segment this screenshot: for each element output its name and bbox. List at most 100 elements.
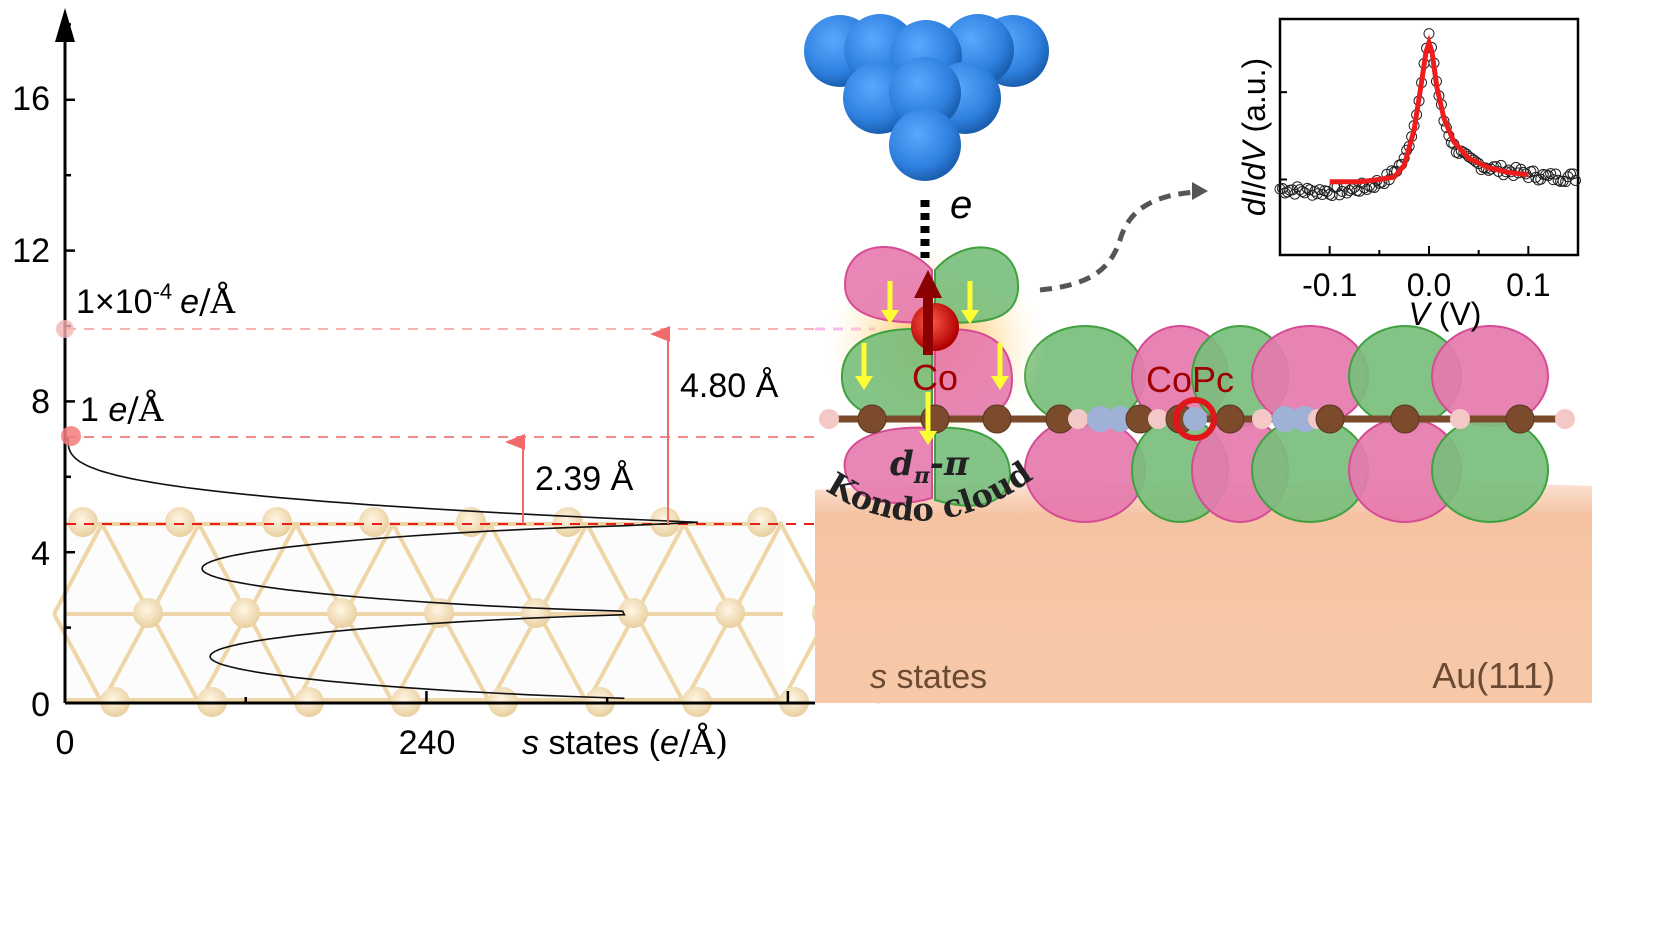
distance-label-short: 2.39 Å [535,460,634,498]
lattice-bond [440,523,492,615]
spin-down-arrowhead-icon [961,310,979,324]
carbon-atom [1315,404,1345,434]
lattice-bond [731,613,783,704]
inset-data-point [1326,190,1338,202]
kondo-sub-pi: π [913,463,931,489]
iso-low-marker [61,426,81,446]
carbon-atom [1215,404,1245,434]
kondo-d: d [890,444,914,484]
au-lattice [52,507,928,717]
lattice-bond [149,523,201,615]
au-substrate [815,482,1592,703]
au-atom [424,598,454,628]
s-states-density-curve [67,437,698,700]
inset-data-point [1336,185,1348,197]
x-axis-label: s states (e/Å) [522,722,728,763]
lattice-bond [343,523,395,615]
y-tick-label-16: 16 [12,80,50,118]
inset-data-point [1567,168,1579,180]
y-tick-label-8: 8 [31,383,50,421]
x-axis-label-s: s [522,724,539,762]
inset-x-axis-label: V (V) [1409,296,1482,332]
co-orbital-lobe-bottom-right [934,426,1012,507]
x-tick-label-240: 240 [399,724,456,762]
copc-label: CoPc [1146,359,1234,400]
distance-label-long: 4.80 Å [680,367,779,405]
lattice-bond [634,613,686,704]
hydrogen-atom [1450,409,1470,429]
states-text: states [887,658,987,696]
s-italic: s [870,658,887,696]
lattice-bond [731,523,783,615]
nitrogen-atom [1272,406,1298,432]
copc-molecule [819,397,1575,441]
kondo-dpi-pi-label: dπ-π [890,444,970,489]
co-atom [911,303,959,351]
iso-high-prefix: 1×10 [76,283,153,321]
y-tick-label-0: 0 [31,686,50,724]
lattice-bond [343,613,395,704]
inset-ticks [1280,91,1530,255]
au-atom [747,507,777,537]
x-tick-label-0: 0 [56,724,75,762]
inset-data-point [1570,174,1582,186]
co-orbital-lobe-bottom-left [843,426,933,504]
lattice-bond [52,613,104,704]
hydrogen-atom [1555,409,1575,429]
hydrogen-atom [1252,409,1272,429]
copc-center-ring [1173,397,1217,441]
inset-pointer-arrow [1039,189,1196,293]
au-atom [650,507,680,537]
carbon-atom [982,404,1012,434]
co-spin-up-arrowhead-icon [914,270,942,298]
lattice-background [66,512,783,702]
lattice-bond [391,523,443,615]
hydrogen-atom [1148,409,1168,429]
iso-high-unit: /Å [199,281,235,322]
inset-y-axis-label: dI/dV (a.u.) [1236,58,1272,216]
inset-data-point [1530,171,1542,183]
conduction-spin-arrows [855,281,1009,445]
lattice-bond [440,613,492,704]
carbon-atom [1390,404,1420,434]
electron-label: e [950,183,972,227]
co-orbital-lobe-top-right [934,246,1020,324]
inset-data-point [1361,183,1373,195]
inset-pointer-arrowhead-icon [1192,182,1208,200]
hydrogen-atom [819,409,839,429]
x-axis-label-mid: states ( [539,724,661,762]
lattice-bond [149,613,201,704]
inset-data-point [1550,168,1562,180]
inset-data-point [1527,165,1539,177]
au-atom [165,507,195,537]
co-label: Co [912,357,958,398]
spin-down-arrowhead-icon [919,431,937,445]
iso-high-exponent: -4 [153,279,173,304]
substrate-label: Au(111) [1432,655,1555,696]
iso-low-unit: /Å [127,389,163,430]
au-atom [327,598,357,628]
kondo-pi: -π [930,444,970,484]
au-atom [456,507,486,537]
lattice-bond [537,523,589,615]
tip-atom [889,57,961,129]
lattice-bond [294,523,346,615]
tip-atom [889,109,961,181]
nitrogen-atom [1107,406,1133,432]
y-tick-label-4: 4 [31,535,50,573]
inset-x-tick-label: 0.1 [1506,267,1550,303]
au-atom [359,507,389,537]
inset-frame [1278,17,1580,257]
lattice-bond [585,523,637,615]
orbital-lobe-lower [1024,417,1146,523]
inset-fit-line [1329,34,1529,185]
lattice-bond [100,523,152,615]
x-axis-ticks [244,691,790,703]
lattice-bond [682,523,734,615]
au-atom [133,598,163,628]
au-atom [230,598,260,628]
hydrogen-atom [1068,409,1088,429]
